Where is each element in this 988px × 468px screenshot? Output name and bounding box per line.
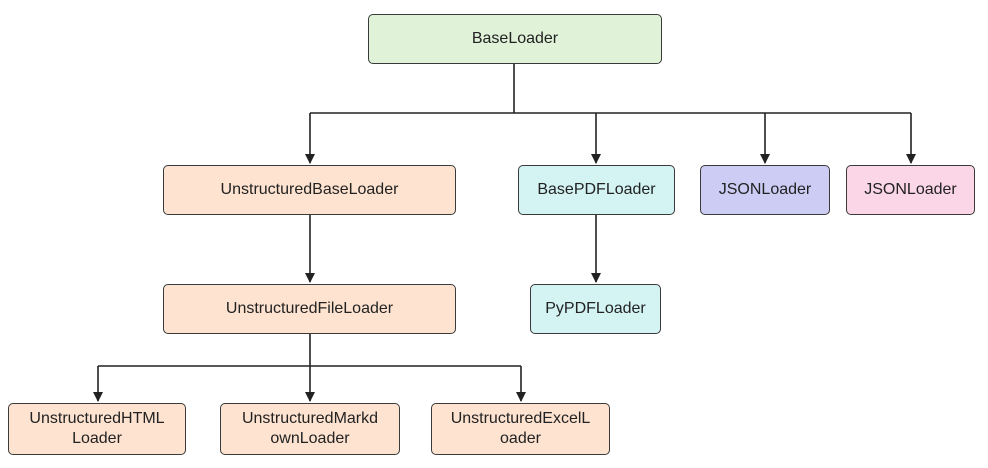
node-label: PyPDFLoader	[545, 300, 646, 317]
node-unstructured-html-loader: UnstructuredHTML Loader	[8, 403, 186, 455]
node-pypdf-loader: PyPDFLoader	[530, 284, 661, 334]
node-label-line2: ownLoader	[270, 430, 350, 447]
node-base-loader: BaseLoader	[368, 14, 662, 64]
node-label: UnstructuredFileLoader	[225, 300, 394, 317]
node-unstructured-markdown-loader: UnstructuredMarkd ownLoader	[220, 403, 400, 455]
node-label: BasePDFLoader	[537, 181, 656, 198]
node-unstructured-excel-loader: UnstructuredExcelL oader	[431, 403, 610, 455]
node-json-loader-1: JSONLoader	[700, 165, 830, 215]
node-label-line2: Loader	[72, 430, 122, 447]
node-base-pdf-loader: BasePDFLoader	[518, 165, 675, 215]
node-json-loader-2: JSONLoader	[846, 165, 975, 215]
node-unstructured-file-loader: UnstructuredFileLoader	[163, 284, 456, 334]
node-label: BaseLoader	[471, 30, 559, 47]
node-label-line1: UnstructuredHTML	[29, 410, 165, 427]
node-label-line1: UnstructuredExcelL	[450, 410, 591, 427]
node-label: JSONLoader	[718, 181, 812, 198]
node-label: JSONLoader	[864, 181, 957, 198]
node-label-line1: UnstructuredMarkd	[241, 410, 379, 427]
node-label: UnstructuredBaseLoader	[220, 181, 399, 198]
node-unstructured-base-loader: UnstructuredBaseLoader	[163, 165, 456, 215]
node-label-line2: oader	[500, 430, 541, 447]
